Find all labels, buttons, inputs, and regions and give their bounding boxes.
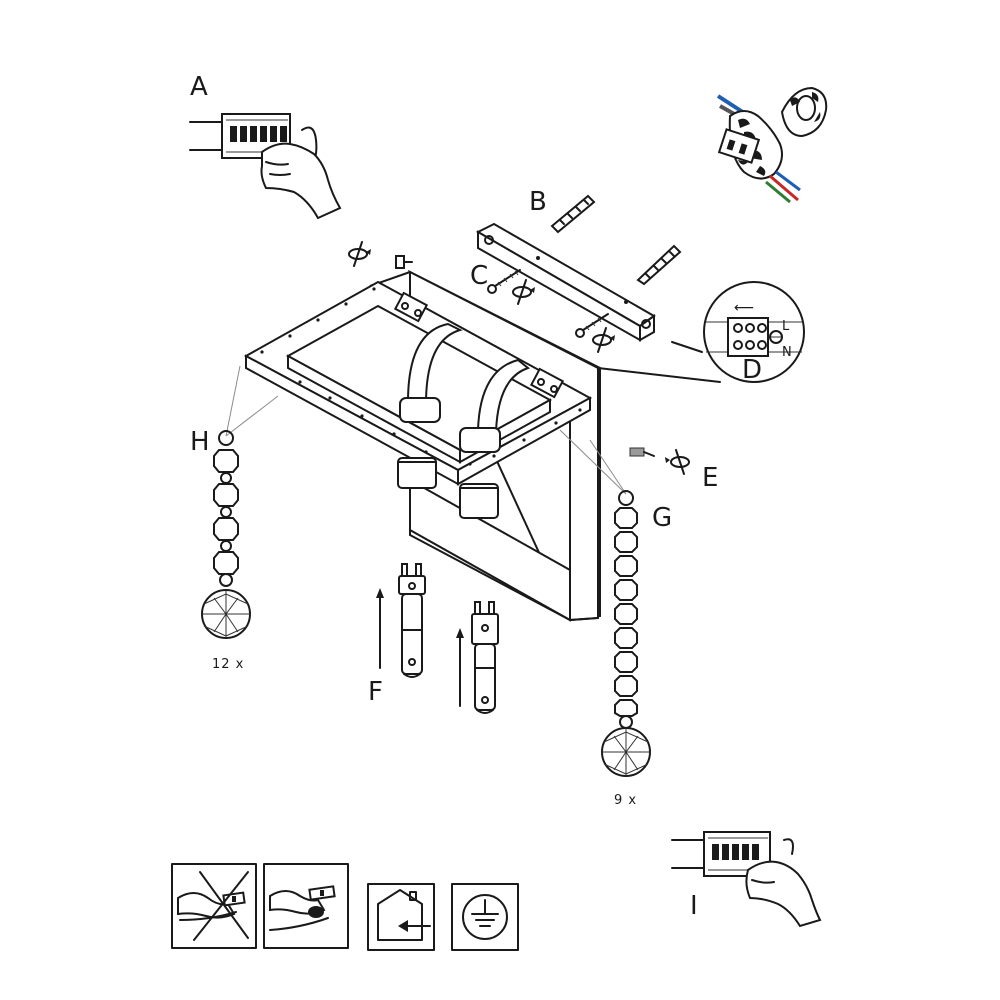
touch-bulb-with-cloth-icon xyxy=(263,863,349,949)
mounting-bracket xyxy=(475,222,656,328)
terminal-n: N xyxy=(782,345,792,360)
frame-clamp-right xyxy=(529,367,565,399)
quantity-right: 9 x xyxy=(614,793,637,808)
earth-terminal-icon xyxy=(769,330,783,344)
label-g: G xyxy=(652,503,672,533)
terminal-l: L xyxy=(782,319,790,334)
label-h: H xyxy=(190,427,210,457)
lamp-arm-right xyxy=(459,358,531,519)
crystal-beads-right xyxy=(614,507,638,729)
quantity-left: 12 x xyxy=(212,657,244,672)
bulb-right xyxy=(471,601,499,714)
label-c: C xyxy=(470,261,488,291)
step-h-crystal-strand-left: H 12 x xyxy=(190,365,279,672)
crystal-ball-left xyxy=(201,589,251,639)
label-d: D xyxy=(742,355,762,385)
label-f: F xyxy=(368,677,383,707)
label-i: I xyxy=(690,891,698,921)
rotate-icon-top xyxy=(348,241,371,267)
crystal-ball-right xyxy=(601,727,651,777)
hand-i xyxy=(745,860,822,928)
taped-connector-illustration xyxy=(716,86,828,204)
label-e: E xyxy=(702,463,718,493)
step-c-screws: C xyxy=(348,241,615,353)
no-touch-bulb-icon xyxy=(171,863,257,949)
frame-rivets xyxy=(260,287,582,466)
step-i-terminal-hand: I xyxy=(671,831,822,928)
wall-plug-upper xyxy=(550,194,596,234)
step-f-bulbs: F xyxy=(368,563,499,714)
screw-c2 xyxy=(575,313,609,338)
frame-clamp-left xyxy=(393,291,429,323)
step-a-terminal-hand: A xyxy=(189,72,342,220)
screw-c1 xyxy=(487,269,521,294)
rotate-icon-e xyxy=(665,449,690,475)
bulb-left xyxy=(398,563,426,678)
step-b-mounting-bracket: B xyxy=(475,187,682,342)
earth-ground-icon xyxy=(451,883,519,951)
indoor-use-house-icon xyxy=(367,883,435,951)
rotate-icon-c2 xyxy=(592,327,615,353)
crystal-beads-left xyxy=(213,449,239,587)
step-e-side-screw: E xyxy=(629,447,718,493)
terminal-arrow: ⟵ xyxy=(734,300,754,316)
screw-top xyxy=(395,255,413,269)
step-g-crystal-strand-right: G 9 x xyxy=(559,429,672,808)
hand-a xyxy=(260,142,342,220)
label-b: B xyxy=(529,187,547,217)
wall-plug-lower xyxy=(636,244,682,286)
label-a: A xyxy=(190,72,208,102)
lamp-arm-left xyxy=(397,322,463,489)
terminal-screws-i xyxy=(708,837,768,871)
step-d-terminal-detail: ⟵ L N D xyxy=(597,281,805,385)
rotate-icon-c1 xyxy=(512,279,535,305)
warning-icons xyxy=(171,863,519,951)
